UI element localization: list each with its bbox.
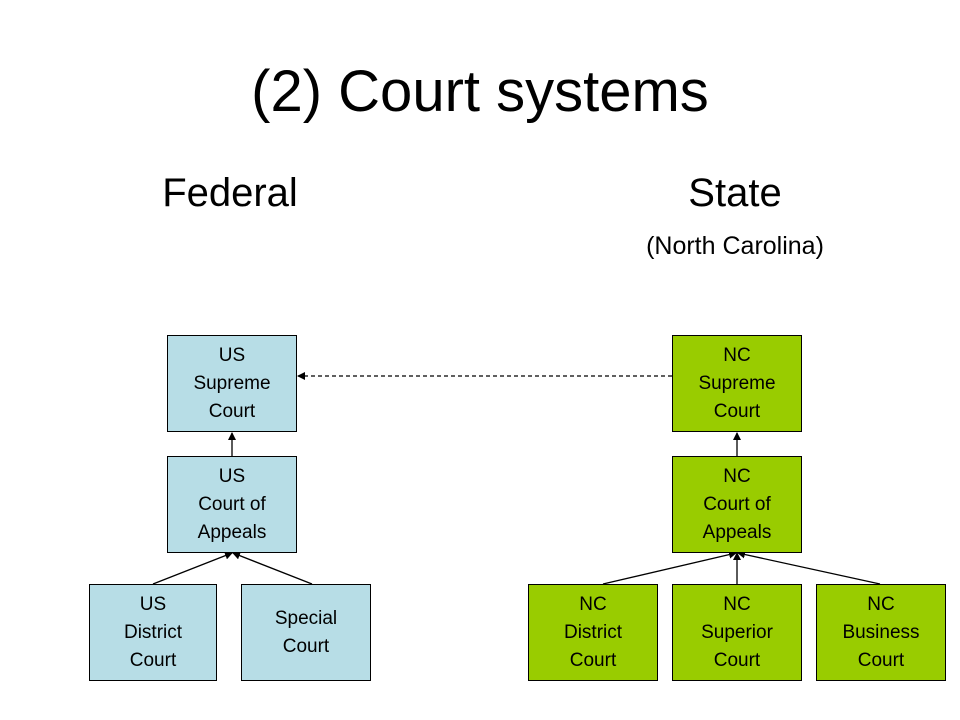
nc-district-court-label: NC District Court [563, 593, 623, 671]
nc-court-of-appeals-label: NC Court of Appeals [702, 465, 772, 543]
arrow-nc-district-to-appeals [602, 550, 737, 585]
arrow-special-to-appeals [232, 551, 313, 585]
us-district-court-box: US District Court [89, 584, 217, 681]
special-court-box: Special Court [241, 584, 371, 681]
nc-supreme-court-label: NC Supreme Court [698, 344, 776, 422]
nc-business-court-box: NC Business Court [816, 584, 946, 681]
us-supreme-court-box: US Supreme Court [167, 335, 297, 432]
page-title: (2) Court systems [251, 59, 709, 124]
state-subheading: (North Carolina) [646, 232, 824, 260]
arrow-nc-business-to-appeals [737, 550, 881, 585]
nc-business-court-label: NC Business Court [842, 593, 920, 671]
arrow-us-district-to-appeals [152, 551, 233, 585]
nc-court-of-appeals-box: NC Court of Appeals [672, 456, 802, 553]
us-district-court-label: US District Court [123, 593, 183, 671]
nc-district-court-box: NC District Court [528, 584, 658, 681]
federal-heading: Federal [162, 171, 298, 215]
us-court-of-appeals-box: US Court of Appeals [167, 456, 297, 553]
nc-superior-court-box: NC Superior Court [672, 584, 802, 681]
state-heading: State [688, 171, 782, 215]
nc-superior-court-label: NC Superior Court [701, 593, 773, 671]
us-court-of-appeals-label: US Court of Appeals [197, 465, 267, 543]
special-court-label: Special Court [274, 607, 338, 657]
us-supreme-court-label: US Supreme Court [193, 344, 271, 422]
nc-supreme-court-box: NC Supreme Court [672, 335, 802, 432]
